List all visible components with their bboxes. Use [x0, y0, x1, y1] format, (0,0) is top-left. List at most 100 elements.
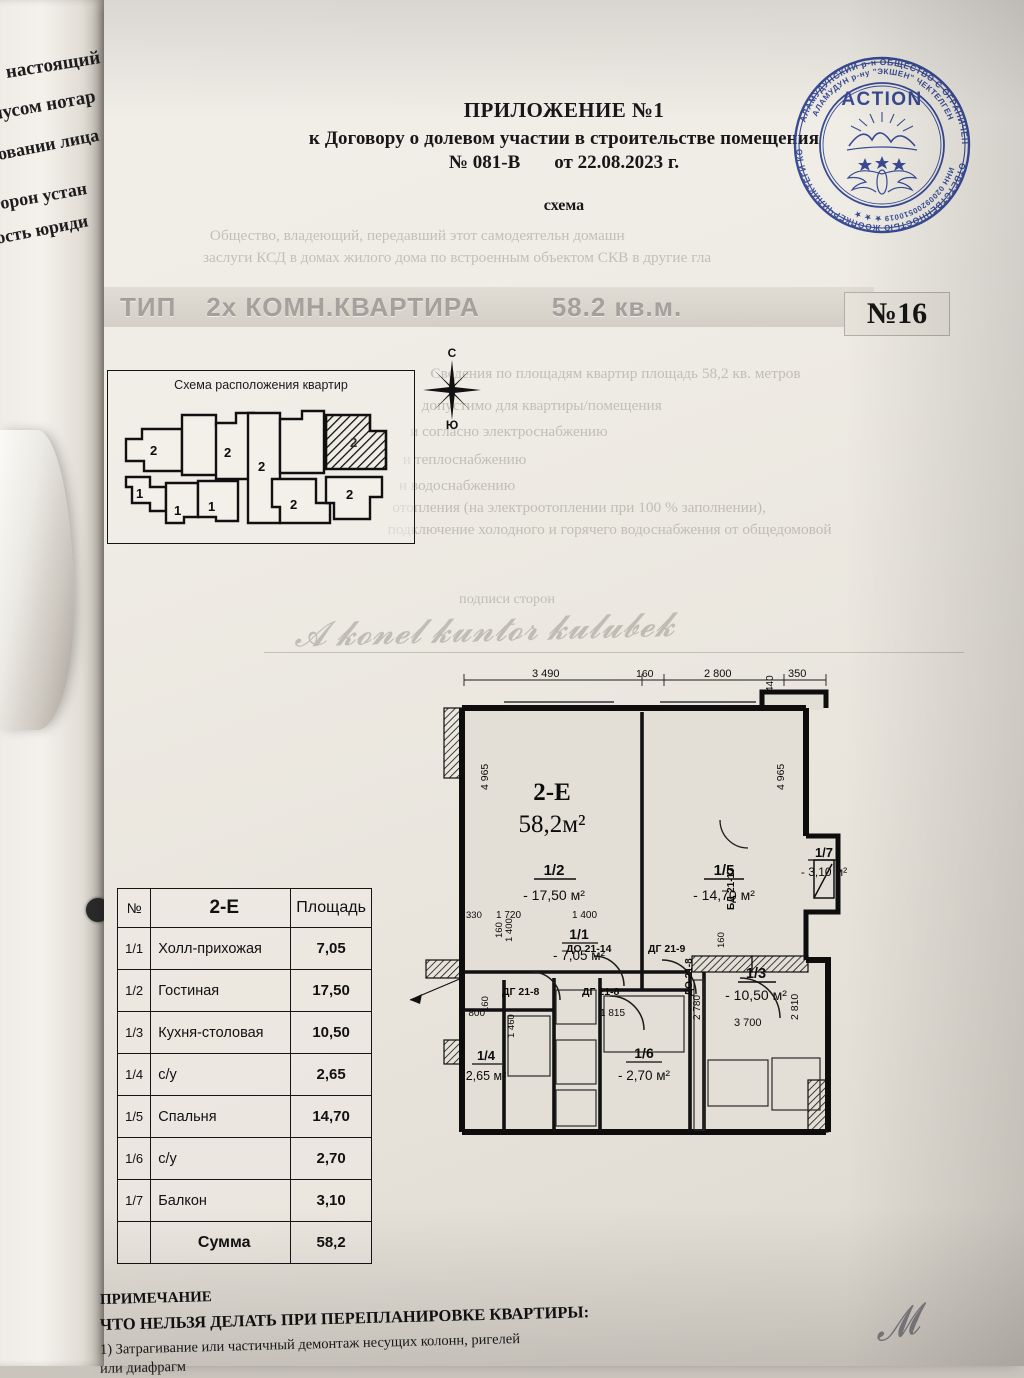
- scheme-unit-label: 1: [174, 503, 181, 518]
- table-row: 1/2 Гостиная 17,50: [116, 969, 372, 1012]
- dim-2810: 2 810: [789, 994, 801, 1020]
- table-row: 1/4 с/у 2,65: [116, 1053, 372, 1096]
- unit-number-box: №16: [844, 292, 950, 336]
- previous-page-edge: настоящий иусом нотар ковании лица сторо…: [0, 0, 104, 1366]
- bottom-handwritten-mark: 𝓜: [869, 1296, 924, 1351]
- compass-needle: [423, 360, 481, 420]
- apartment-kind: 2х КОМН.КВАРТИРА: [206, 291, 480, 322]
- location-scheme-diagram: 2 1 1 1 2 2 2 2 2: [124, 409, 388, 525]
- row-name: Спальня: [150, 1095, 292, 1138]
- table-row: 1/1 Холл-прихожая 7,05: [116, 927, 372, 970]
- dim-160c: 160: [716, 932, 727, 948]
- dim-160a: 160: [494, 922, 505, 938]
- svg-text:ИНН 02009200510019 ★ ★ ★: ИНН 02009200510019 ★ ★ ★: [852, 166, 956, 223]
- ghost-text-4: допустимо для квартиры/помещения: [421, 398, 662, 414]
- prev-page-line-5: ность юриди: [0, 210, 90, 250]
- room-code-1-6: 1/6: [634, 1045, 654, 1061]
- room-code-1-2: 1/2: [544, 862, 565, 879]
- scheme-unit-label: 2: [346, 487, 353, 502]
- dim-440: 440: [765, 675, 776, 692]
- page-curl: [0, 430, 74, 730]
- total-value: 58,2: [290, 1221, 372, 1264]
- row-area: 7,05: [290, 927, 372, 970]
- prev-page-line-1: настоящий: [4, 47, 102, 83]
- scheme-subtitle: схема: [543, 197, 585, 214]
- room-area-1-1: - 7,05 м²: [553, 948, 606, 963]
- dim-4965-left: 4 965: [479, 764, 491, 790]
- scheme-unit-label: 2: [150, 443, 157, 458]
- ghost-text-2: заслуги КСД в домах жилого дома по встро…: [203, 250, 712, 266]
- row-no: 1/2: [116, 969, 152, 1012]
- ghost-text-9: подключение холодного и горячего водосна…: [387, 522, 832, 538]
- row-name: Гостиная: [150, 969, 292, 1012]
- floor-plan: 3 490 160 2 800 350 440 4 965 4 965 2 81…: [404, 660, 944, 1170]
- ghost-text-3: Сведения по площадям квартир площадь 58,…: [430, 366, 801, 382]
- scheme-unit-label-highlighted: 2: [350, 435, 357, 450]
- door-label-do-21-8: ДО 21-8: [684, 958, 695, 996]
- signature-line: [264, 652, 964, 653]
- prev-page-line-2: иусом нотар: [0, 85, 98, 125]
- apartment-title-band: ТИП 2х КОМН.КВАРТИРА 58.2 кв.м.: [104, 287, 874, 327]
- dim-3700: 3 700: [734, 1017, 762, 1029]
- door-label-dg-21-8b: ДГ 21-8: [582, 986, 620, 998]
- highlighted-unit-shape: [324, 413, 388, 471]
- table-row: 1/6 с/у 2,70: [116, 1137, 372, 1180]
- contract-date: от 22.08.2023 г.: [554, 152, 680, 173]
- compass-south-label: Ю: [445, 418, 459, 432]
- dim-4965-right: 4 965: [775, 764, 787, 790]
- room-code-1-4: 1/4: [477, 1048, 496, 1063]
- unit-number: №16: [866, 297, 928, 330]
- ghost-text-signatures: подписи сторон: [459, 592, 555, 607]
- scheme-unit-label: 1: [136, 486, 143, 501]
- row-no: 1/1: [116, 927, 152, 970]
- door-label-bd-21-17: БД 21-17: [726, 867, 737, 910]
- scheme-unit-label: 2: [224, 445, 231, 460]
- location-scheme-title: Схема расположения квартир: [174, 378, 348, 392]
- row-area: 17,50: [290, 969, 372, 1012]
- dim-1720: 1 720: [496, 910, 521, 921]
- ghost-text-1: Общество, владеющий, передавший этот сам…: [209, 228, 625, 244]
- table-row: 1/3 Кухня-столовая 10,50: [116, 1011, 372, 1054]
- notes-block: ПРИМЕЧАНИЕ ЧТО НЕЛЬЗЯ ДЕЛАТЬ ПРИ ПЕРЕПЛА…: [100, 1289, 800, 1378]
- total-label: Сумма: [150, 1221, 292, 1264]
- row-no: 1/6: [116, 1137, 152, 1180]
- prev-page-line-4: сторон устан: [0, 178, 89, 216]
- room-area-1-7: - 3,10 м²: [801, 865, 847, 879]
- ghost-text-8: отопления (на электроотоплении при 100 %…: [392, 500, 766, 516]
- door-label-do-21-14: ДО 21-14: [566, 943, 612, 955]
- room-area-1-2: - 17,50 м²: [523, 887, 585, 903]
- scheme-unit-label: 1: [208, 499, 215, 514]
- room-area-1-3: - 10,50 м²: [725, 987, 787, 1003]
- apartment-type-label: ТИП: [120, 291, 177, 322]
- table-row: 1/7 Балкон 3,10: [116, 1179, 372, 1222]
- row-name: Кухня-столовая: [150, 1011, 292, 1054]
- header-area: Площадь: [290, 888, 372, 928]
- plan-apartment-type: 2-Е: [533, 779, 571, 806]
- row-name: Холл-прихожая: [150, 927, 292, 970]
- table-row: 1/5 Спальня 14,70: [116, 1095, 372, 1138]
- room-code-1-7: 1/7: [815, 845, 833, 860]
- page-title: ПРИЛОЖЕНИЕ №1: [463, 98, 665, 122]
- dim-top-2: 160: [636, 668, 654, 680]
- dim-1800: 1 800: [460, 1008, 485, 1019]
- row-area: 3,10: [290, 1179, 372, 1222]
- location-scheme-box: Схема расположения квартир: [107, 370, 415, 544]
- room-area-1-6: - 2,70 м²: [618, 1068, 671, 1083]
- dim-1400a: 1 400: [572, 910, 597, 921]
- apartment-area-band: 58.2 кв.м.: [551, 291, 683, 322]
- room-code-1-3: 1/3: [746, 966, 766, 982]
- compass-rose: С Ю: [422, 346, 482, 432]
- plan-apartment-area: 58,2м²: [518, 811, 585, 838]
- row-area: 2,65: [290, 1053, 372, 1096]
- room-area-1-5: - 14,70 м²: [693, 887, 755, 903]
- row-area: 14,70: [290, 1095, 372, 1138]
- compass-north-label: С: [447, 346, 457, 360]
- table-header-row: № 2-Е Площадь: [116, 888, 372, 928]
- handwritten-signature: 𝓐 𝓴𝓸𝓷𝓮𝓵 𝓴𝓾𝓷𝓽𝓸𝓻 𝓴𝓾𝓵𝓾𝓫𝓮𝓴: [293, 606, 675, 655]
- table-total-row: Сумма 58,2: [116, 1221, 372, 1264]
- document-sheet: Общество, владеющий, передавший этот сам…: [100, 0, 1024, 1377]
- door-label-dg-21-9: ДГ 21-9: [648, 943, 686, 955]
- row-no: 1/7: [116, 1179, 152, 1222]
- dim-top-3: 2 800: [704, 668, 732, 680]
